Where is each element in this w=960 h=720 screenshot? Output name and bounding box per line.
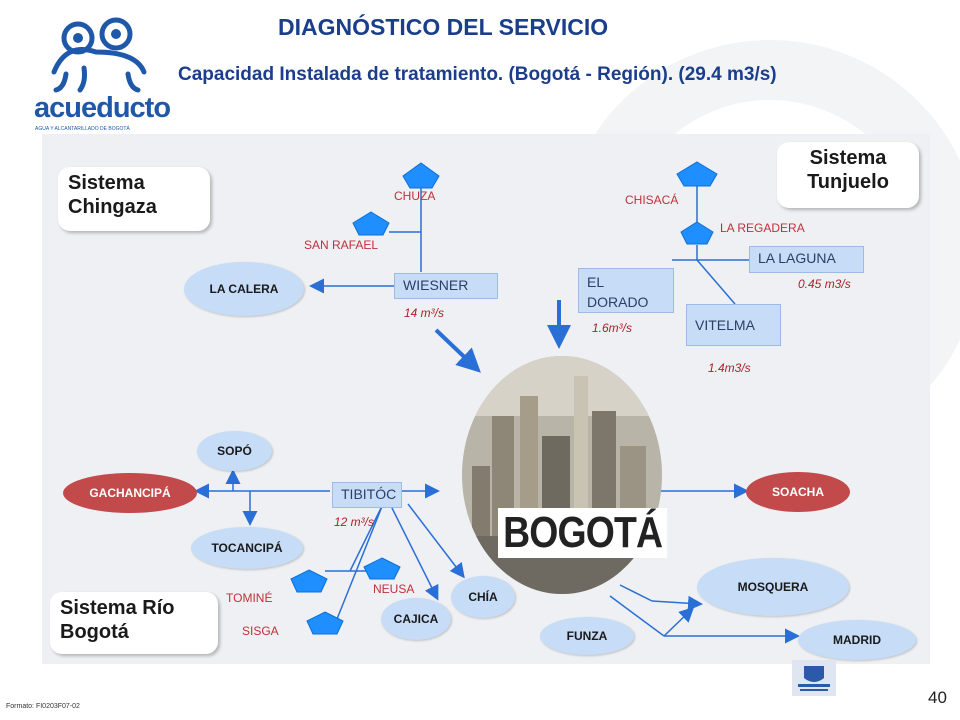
flow-la-laguna: 0.45 m3/s: [798, 277, 851, 291]
client-chia: CHÍA: [451, 576, 515, 618]
reservoir-san-rafael-label: SAN RAFAEL: [304, 238, 379, 252]
reservoir-neusa-label: NEUSA: [373, 582, 415, 596]
reservoir-chisaca-icon: [676, 161, 718, 187]
reservoir-la-regadera-label: LA REGADERA: [720, 221, 805, 235]
acueducto-logo: [51, 17, 147, 93]
page-number: 40: [928, 688, 947, 707]
client-soacha: SOACHA: [746, 472, 850, 512]
city-seal-icon: [792, 660, 836, 696]
page-subtitle: Capacidad Instalada de tratamiento. (Bog…: [178, 64, 777, 85]
plant-vitelma: VITELMA: [686, 304, 781, 346]
reservoir-tomine-icon: [290, 569, 328, 593]
client-tocancipa: TOCANCIPÁ: [191, 527, 303, 569]
client-sopo: SOPÓ: [197, 431, 272, 471]
client-cajica: CAJICA: [381, 598, 451, 640]
bogota-city-image: [462, 356, 662, 594]
logo-tagline: AGUA Y ALCANTARILLADO DE BOGOTÁ: [35, 126, 130, 132]
format-code: Formato: FI0203F07-02: [6, 703, 80, 710]
system-tunjuelo-label: Sistema Tunjuelo: [807, 147, 889, 193]
reservoir-sisga-icon: [306, 611, 344, 635]
reservoir-chuza-icon: [402, 162, 440, 189]
flow-el-dorado: 1.6m³/s: [592, 321, 633, 335]
system-rio-bogota-label: Sistema Río Bogotá: [60, 597, 175, 643]
page-title: DIAGNÓSTICO DEL SERVICIO: [278, 14, 609, 40]
reservoir-neusa-icon: [363, 557, 401, 580]
flow-wiesner: 14 m³/s: [404, 306, 445, 320]
client-funza: FUNZA: [540, 617, 634, 655]
system-chingaza-label: Sistema Chingaza: [68, 172, 157, 218]
plant-la-laguna: LA LAGUNA: [749, 246, 864, 273]
reservoir-san-rafael-icon: [352, 211, 390, 236]
system-chingaza-box: Sistema Chingaza: [58, 167, 210, 231]
client-gachancipa: GACHANCIPÁ: [63, 473, 197, 513]
reservoir-tomine-label: TOMINÉ: [226, 591, 273, 605]
city-label: BOGOTÁ: [498, 508, 668, 558]
logo-name: acueducto: [34, 92, 171, 124]
client-mosquera: MOSQUERA: [697, 558, 849, 616]
flow-vitelma: 1.4m3/s: [708, 361, 751, 375]
plant-tibitoc: TIBITÓC: [332, 482, 402, 508]
system-tunjuelo-box: Sistema Tunjuelo: [777, 142, 919, 208]
reservoir-sisga-label: SISGA: [242, 624, 279, 638]
flow-tibitoc: 12 m³/s: [334, 515, 375, 529]
reservoir-chuza-label: CHUZA: [394, 189, 436, 203]
client-la-calera: LA CALERA: [184, 262, 304, 316]
system-rio-bogota-box: Sistema Río Bogotá: [50, 592, 218, 654]
plant-wiesner: WIESNER: [394, 273, 498, 299]
plant-el-dorado: EL DORADO: [578, 268, 674, 313]
reservoir-la-regadera-icon: [680, 221, 714, 245]
client-madrid: MADRID: [798, 620, 916, 660]
reservoir-chisaca-label: CHISACÁ: [625, 193, 679, 207]
